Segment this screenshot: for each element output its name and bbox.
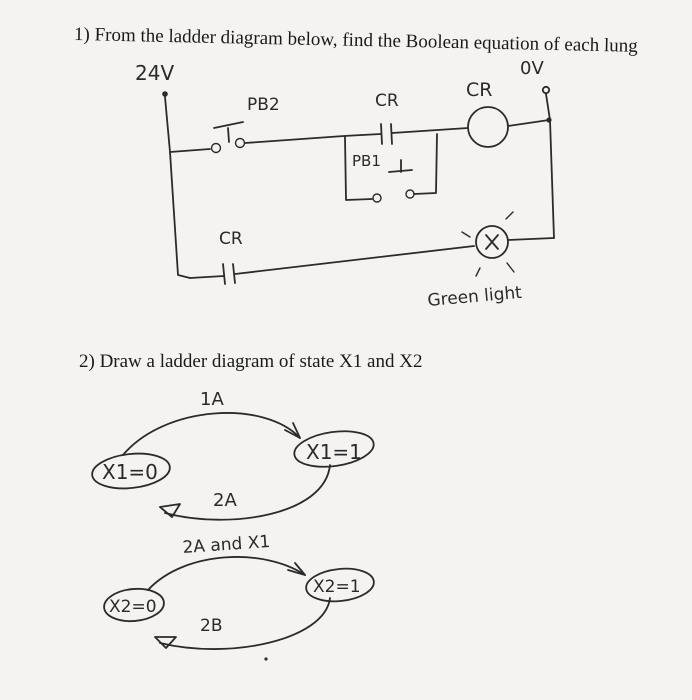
cr-contact2-label: CR	[219, 229, 243, 249]
cr-coil-label: CR	[466, 79, 492, 101]
state-diagram-1: 1A 2A X1=0 X1=1	[91, 389, 375, 521]
state-1-top-arrowhead	[284, 422, 301, 439]
stray-dot	[264, 657, 268, 661]
left-rail-line	[164, 96, 191, 279]
right-rail-terminal	[541, 85, 551, 95]
state-1-bottom-arc	[164, 464, 331, 521]
right-rail-line	[545, 93, 555, 239]
right-rail-label: 0V	[520, 58, 544, 79]
rung-1-node	[546, 117, 552, 123]
state-x2-0-label: X2=0	[109, 597, 157, 617]
state-x2-1-label: X2=1	[313, 577, 361, 597]
cr-contact2-symbol	[222, 263, 236, 285]
cr-contact-symbol	[380, 123, 393, 145]
rung-1-right-wire	[507, 119, 550, 127]
state-2-bottom-arc	[159, 597, 331, 650]
state-2-top-transition: 2A and X1	[182, 532, 271, 558]
pb1-branch-left	[344, 136, 373, 201]
rung-1-left-wire	[169, 148, 211, 153]
rung-2-wire	[189, 245, 475, 279]
state-2-bottom-arrowhead	[154, 636, 177, 649]
state-1-bottom-arrowhead	[159, 503, 181, 518]
question-2-text: 2) Draw a ladder diagram of state X1 and…	[79, 351, 423, 372]
cr-coil-symbol	[467, 106, 509, 148]
green-light-label: Green light	[427, 283, 523, 311]
state-x2-0-circle	[103, 587, 165, 623]
state-x1-0-label: X1=0	[102, 460, 158, 484]
pb1-branch-right	[413, 133, 438, 195]
state-x1-1-circle	[293, 430, 375, 468]
state-x1-0-circle	[91, 452, 171, 490]
left-rail-terminal	[162, 91, 168, 97]
state-1-bottom-transition: 2A	[213, 490, 237, 511]
state-diagram-2: 2A and X1 2B X2=0 X2=1	[103, 532, 375, 661]
green-light-symbol	[461, 211, 515, 277]
cr-contact-label: CR	[375, 91, 399, 111]
left-rail-label: 24V	[135, 61, 174, 85]
pb2-pushbutton	[210, 121, 246, 154]
rung-1-contact-wire	[361, 127, 469, 136]
state-x1-1-label: X1=1	[306, 440, 362, 464]
rung-1-mid-wire	[244, 134, 363, 144]
state-x2-1-circle	[305, 567, 375, 603]
pb2-label: PB2	[247, 95, 280, 115]
state-1-top-transition: 1A	[200, 389, 224, 410]
ladder-diagram: 24V 0V PB2 CR PB1	[135, 58, 555, 311]
state-1-top-arc	[122, 412, 301, 456]
state-2-top-arrowhead	[287, 562, 306, 576]
rung-2-right-wire	[507, 237, 555, 241]
state-2-top-arc	[147, 556, 306, 591]
pb1-label: PB1	[352, 152, 381, 170]
state-2-bottom-transition: 2B	[200, 616, 222, 636]
